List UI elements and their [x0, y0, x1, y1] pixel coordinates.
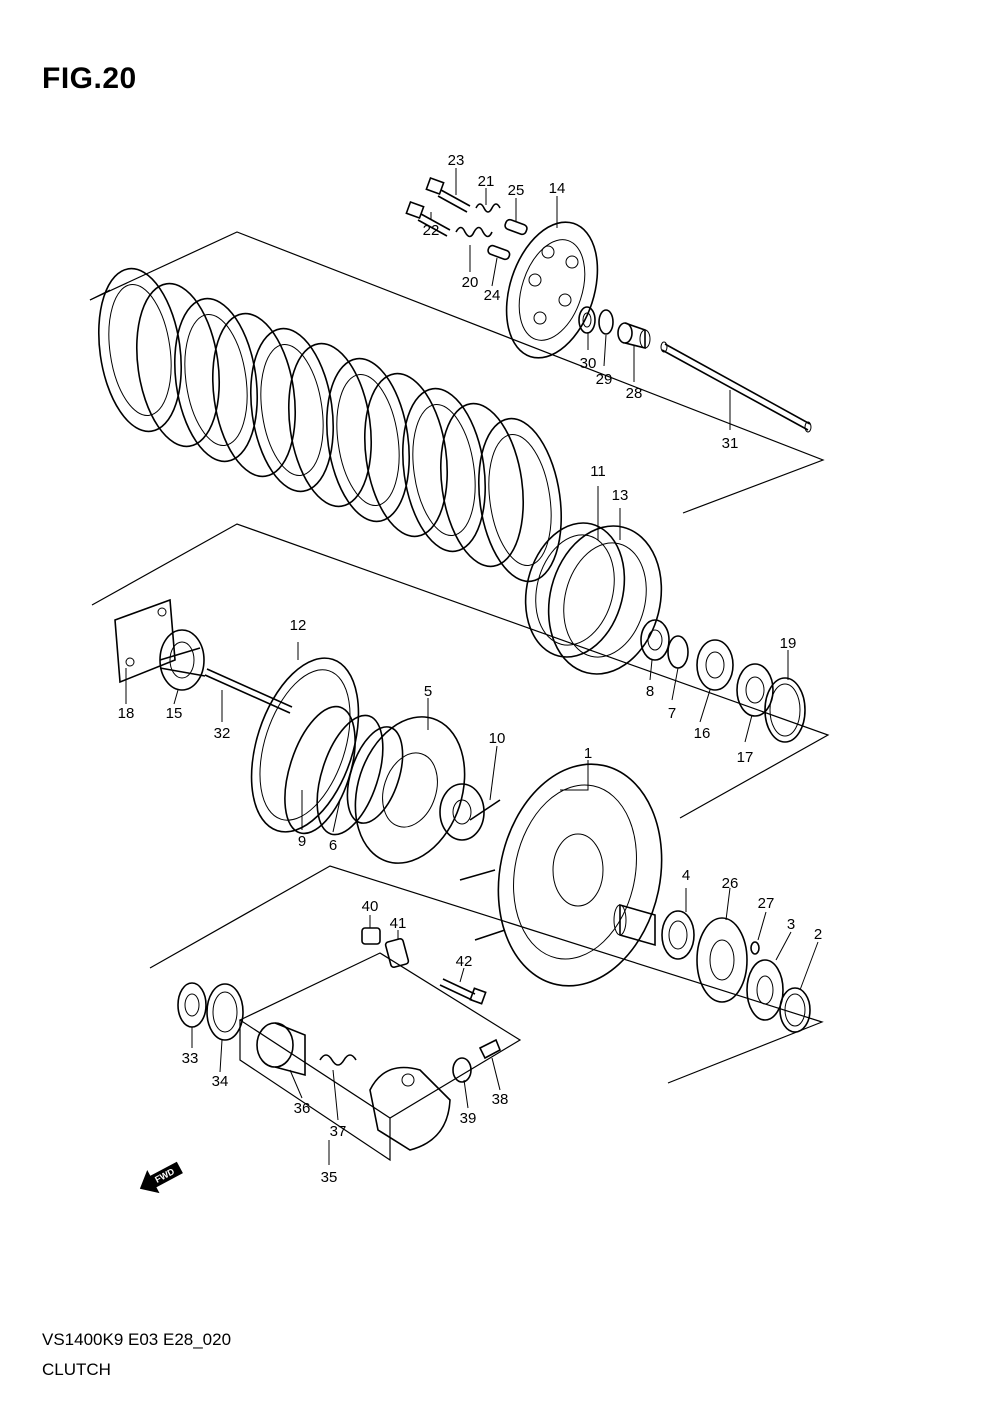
washer-3: [746, 959, 784, 1021]
pressure-plate-14: [505, 221, 599, 359]
callout-19: 19: [780, 635, 797, 652]
cap-39: [452, 1057, 472, 1083]
callout-25: 25: [508, 182, 525, 199]
callout-17: 17: [737, 749, 754, 766]
cam-16: [696, 639, 734, 691]
callout-29: 29: [596, 371, 613, 388]
bearing-30: [578, 306, 596, 334]
washer-10: [439, 783, 485, 841]
callout-30: 30: [580, 355, 597, 372]
ring-6: [316, 714, 384, 836]
spring-21: [475, 203, 501, 213]
primary-assembly-frame: [91, 523, 830, 819]
callout-26: 26: [722, 875, 739, 892]
footer-model-code: VS1400K9 E03 E28_020: [42, 1330, 232, 1349]
callout-15: 15: [166, 705, 183, 722]
callout-16: 16: [694, 725, 711, 742]
callout-10: 10: [489, 730, 506, 747]
hub-assembly-frame: [149, 865, 824, 1084]
clutch-plate-stack: [97, 267, 563, 583]
callout-12: 12: [290, 617, 307, 634]
callout-8: 8: [646, 683, 654, 700]
release-cylinder-frame-bottom: [239, 1020, 391, 1162]
callout-14: 14: [549, 180, 566, 197]
callout-7: 7: [668, 705, 676, 722]
circlip-19: [764, 677, 806, 743]
push-rod-31: [660, 341, 812, 433]
release-rod-28: [617, 322, 651, 350]
pin-25: [504, 218, 528, 236]
bleeder-38: [478, 1038, 502, 1060]
release-cylinder-body: [369, 1066, 451, 1151]
callout-23: 23: [448, 152, 465, 169]
callout-38: 38: [492, 1091, 509, 1108]
sleeve-hub: [613, 903, 656, 947]
callout-40: 40: [362, 898, 379, 915]
pin-24: [487, 244, 511, 261]
callout-27: 27: [758, 895, 775, 912]
callout-35: 35: [321, 1169, 338, 1186]
footer-section-name: CLUTCH: [42, 1360, 111, 1379]
plate-stack-frame: [89, 231, 825, 514]
callout-37: 37: [330, 1123, 347, 1140]
callout-24: 24: [484, 287, 501, 304]
ring-gear-12: [250, 657, 360, 833]
callout-11: 11: [590, 463, 606, 480]
callout-34: 34: [212, 1073, 229, 1090]
bolt-42: [439, 978, 487, 1005]
callout-4: 4: [682, 867, 690, 884]
callout-2: 2: [814, 926, 822, 943]
spring-37: [319, 1054, 357, 1066]
callout-33: 33: [182, 1050, 199, 1067]
circlip-29: [598, 309, 614, 335]
callout-13: 13: [612, 487, 629, 504]
callout-39: 39: [460, 1110, 477, 1127]
clutch-housing-1: [459, 763, 663, 987]
callout-9: 9: [298, 833, 306, 850]
cam-17: [736, 663, 774, 717]
spring-20: [455, 226, 493, 238]
callout-36: 36: [294, 1100, 311, 1117]
fwd-arrow-icon: FWD: [139, 1161, 183, 1194]
callout-32: 32: [214, 725, 231, 742]
leader-lines: [125, 168, 819, 1165]
gear-26: [696, 917, 748, 1003]
callout-5: 5: [424, 683, 432, 700]
needle-bearing-4: [661, 910, 695, 960]
pin-27: [750, 941, 760, 955]
shaft-32: [204, 668, 293, 714]
damper-plate-11: [524, 522, 626, 658]
callout-18: 18: [118, 705, 135, 722]
pin-40: [361, 927, 381, 945]
bolt-23: [425, 176, 471, 213]
callout-31: 31: [722, 435, 739, 452]
callout-6: 6: [329, 837, 337, 854]
seal-34: [206, 983, 244, 1041]
callout-3: 3: [787, 916, 795, 933]
piston-36: [256, 1022, 306, 1077]
washer-7: [667, 635, 689, 669]
callout-20: 20: [462, 274, 479, 291]
callout-22: 22: [423, 222, 440, 239]
callout-labels: 23 21 25 14 22 20 24 30 29 28 31 11 13 1…: [118, 152, 823, 1186]
callout-21: 21: [478, 173, 495, 190]
callout-1: 1: [584, 745, 592, 762]
release-cylinder-frame: [238, 952, 522, 1119]
gear-15: [159, 629, 206, 691]
bushing-8: [640, 619, 670, 661]
plate-18: [114, 598, 176, 684]
pin-41: [384, 937, 410, 969]
primary-gear-5: [346, 716, 466, 864]
callout-28: 28: [626, 385, 643, 402]
figure-title: FIG.20: [42, 62, 137, 95]
bolt-22: [405, 200, 451, 237]
circlip-2: [779, 987, 811, 1033]
callout-42: 42: [456, 953, 473, 970]
seal-33: [177, 982, 207, 1028]
drive-plate-13: [547, 525, 663, 675]
callout-41: 41: [390, 915, 407, 932]
plate-stack-frame-left: [89, 289, 111, 301]
